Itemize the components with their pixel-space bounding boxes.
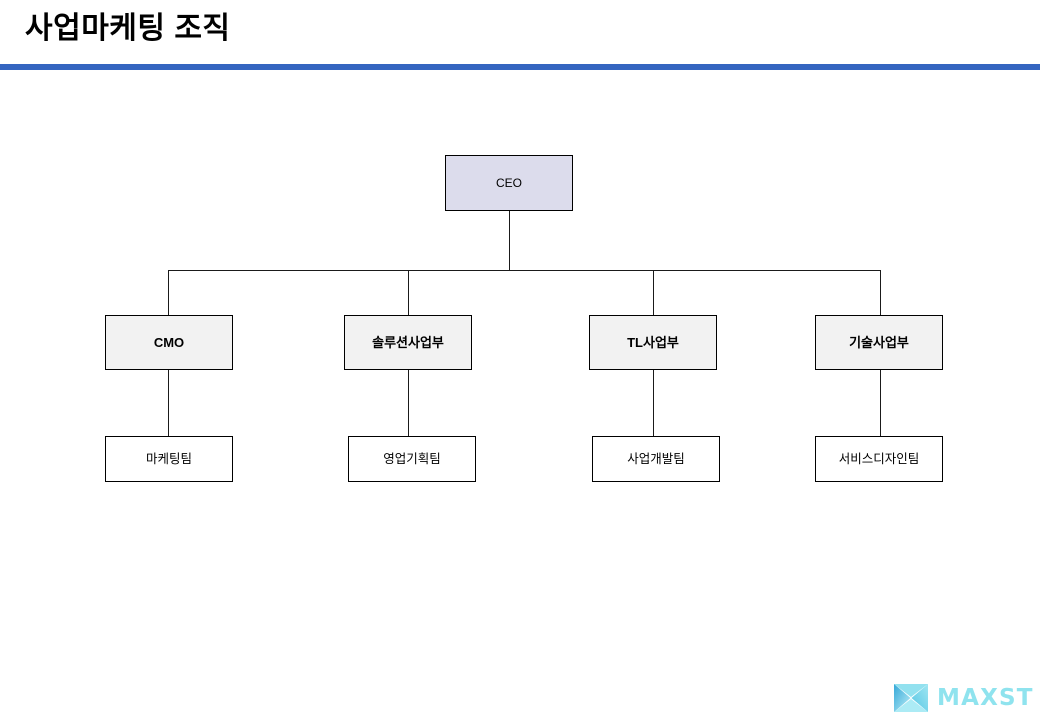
connector-cmo-to-marketing-team: [168, 370, 169, 436]
org-node-tl-division[interactable]: TL사업부: [589, 315, 717, 370]
org-node-ceo[interactable]: CEO: [445, 155, 573, 211]
org-node-label: TL사업부: [627, 334, 679, 350]
connector-solution-division-to-sales-planning-team: [408, 370, 409, 436]
connector-bus-to-technology-division: [880, 270, 881, 315]
org-node-label: 서비스디자인팀: [838, 451, 920, 466]
org-node-business-development-team[interactable]: 사업개발팀: [592, 436, 720, 482]
connector-bus-to-tl-division: [653, 270, 654, 315]
connector-bus-to-cmo: [168, 270, 169, 315]
org-node-marketing-team[interactable]: 마케팅팀: [105, 436, 233, 482]
maxst-mark-icon: [894, 684, 928, 712]
page-title: 사업마케팅 조직: [25, 12, 231, 45]
connector-technology-division-to-service-design-team: [880, 370, 881, 436]
org-node-technology-division[interactable]: 기술사업부: [815, 315, 943, 370]
org-node-solution-division[interactable]: 솔루션사업부: [344, 315, 472, 370]
org-node-label: CMO: [153, 334, 185, 350]
org-node-label: 사업개발팀: [627, 451, 685, 466]
title-divider: [0, 64, 1040, 70]
connector-bus-to-solution-division: [408, 270, 409, 315]
connector-tl-division-to-business-development-team: [653, 370, 654, 436]
org-node-sales-planning-team[interactable]: 영업기획팀: [348, 436, 476, 482]
org-node-service-design-team[interactable]: 서비스디자인팀: [815, 436, 943, 482]
org-node-label: CEO: [495, 175, 522, 190]
org-node-cmo[interactable]: CMO: [105, 315, 233, 370]
org-node-label: 마케팅팀: [145, 451, 192, 466]
org-node-label: 영업기획팀: [383, 451, 441, 466]
connector-ceo-to-bus: [509, 211, 510, 270]
connector-horizontal-bus: [168, 270, 881, 271]
maxst-wordmark: MAXST: [937, 684, 1034, 711]
org-node-label: 기술사업부: [849, 334, 909, 350]
org-node-label: 솔루션사업부: [372, 334, 444, 350]
maxst-logo: MAXST: [893, 681, 1032, 715]
